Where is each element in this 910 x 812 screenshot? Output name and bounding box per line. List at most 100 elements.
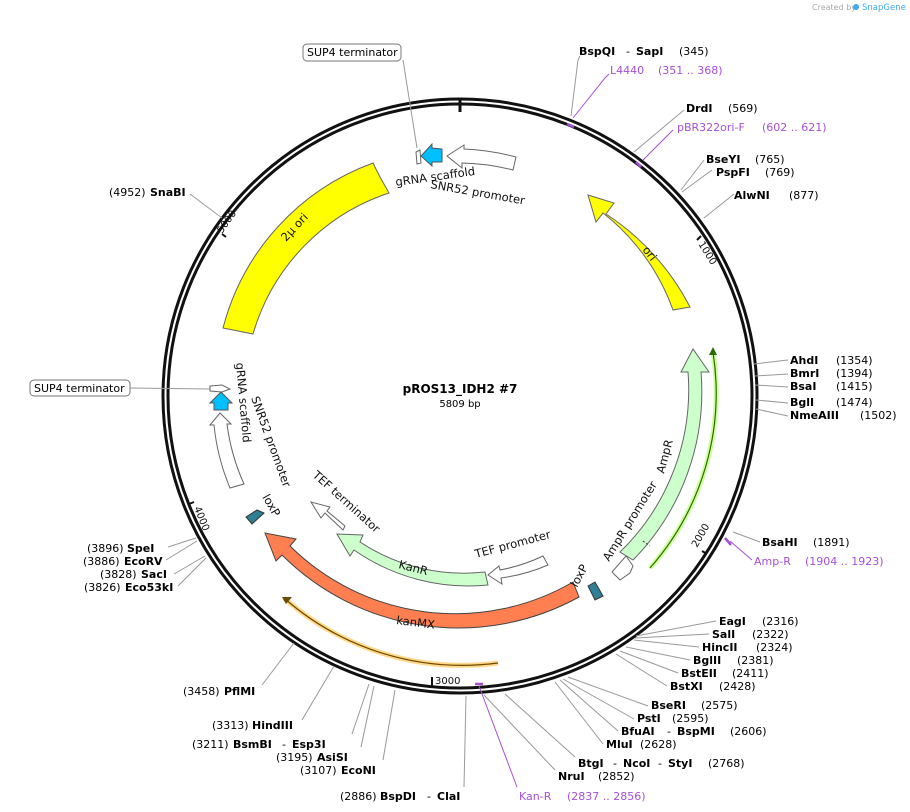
- snapgene-logo-icon: [853, 4, 859, 10]
- sup4-terminator-top-box[interactable]: [302, 43, 402, 62]
- loxp-right-arrow[interactable]: [587, 581, 604, 601]
- site-pflmi[interactable]: (3458) PflMI: [183, 642, 295, 698]
- site-bspdi[interactable]: (2886) BspDI - ClaI: [340, 695, 467, 803]
- tef-terminator-arrow[interactable]: [309, 501, 346, 531]
- ampr-promoter-arrow[interactable]: [611, 555, 634, 581]
- svg-text:(877): (877): [789, 189, 819, 202]
- svg-text:-: -: [667, 725, 671, 738]
- sup4-terminator-left-callout: SUP4 terminator: [34, 382, 125, 395]
- site-bsai[interactable]: BsaI (1415): [754, 380, 873, 393]
- svg-text:(2411): (2411): [732, 667, 769, 680]
- grna-scaffold-top-arrow[interactable]: [420, 142, 443, 168]
- site-bsahi[interactable]: BsaHI (1891): [732, 531, 850, 549]
- kanmx-arrow[interactable]: [264, 532, 580, 629]
- svg-text:(1394): (1394): [836, 367, 873, 380]
- site-nrui[interactable]: NruI (2852): [483, 694, 635, 783]
- site-eco53ki[interactable]: (3826) Eco53kI: [84, 557, 207, 594]
- snr52-promoter-top-arrow[interactable]: [446, 144, 517, 171]
- grna-scaffold-left-label: gRNA scaffold: [233, 362, 254, 443]
- svg-text:BspMI: BspMI: [677, 725, 715, 738]
- svg-text:(2837 .. 2856): (2837 .. 2856): [567, 790, 646, 803]
- svg-text:BsaHI: BsaHI: [762, 536, 798, 549]
- tef-promoter-arrow[interactable]: [487, 555, 549, 586]
- svg-text:BtgI: BtgI: [578, 757, 604, 770]
- site-spei[interactable]: (3896) SpeI: [87, 537, 197, 555]
- credit-text: Created by: [812, 3, 856, 12]
- tef-promoter-label: TEF promoter: [472, 527, 552, 561]
- primer-amp-r[interactable]: Amp-R (1904 .. 1923): [729, 540, 884, 568]
- sup4-terminator-left-arrow[interactable]: [209, 384, 232, 393]
- site-asisi[interactable]: (3195) AsiSI: [276, 685, 375, 764]
- loxp-left-arrow[interactable]: [245, 509, 265, 525]
- svg-text:(2575): (2575): [701, 699, 738, 712]
- svg-text:NruI: NruI: [558, 770, 585, 783]
- plasmid-size: 5809 bp: [439, 399, 480, 410]
- site-hincii[interactable]: HincII (2324): [633, 639, 793, 654]
- svg-text:Esp3I: Esp3I: [292, 738, 326, 751]
- site-bsmbi[interactable]: (3211) BsmBI - Esp3I: [192, 683, 370, 751]
- ampr-arrow[interactable]: [619, 348, 710, 561]
- brand-text: SnapGene: [862, 3, 906, 13]
- tick-5000: 5000: [215, 209, 239, 238]
- svg-text:BmrI: BmrI: [790, 367, 819, 380]
- primer-pbr322ori-f[interactable]: pBR322ori-F (602 .. 621): [642, 121, 827, 161]
- site-drdi[interactable]: DrdI (569): [633, 102, 758, 153]
- svg-text:BsaI: BsaI: [790, 380, 816, 393]
- site-bgli[interactable]: BglI (1474): [755, 396, 873, 409]
- site-eagi[interactable]: EagI (2316): [635, 615, 799, 637]
- svg-text:(3458): (3458): [183, 685, 220, 698]
- site-btgi[interactable]: BtgI - NcoI - StyI (2768): [504, 693, 745, 770]
- site-saci[interactable]: (3828) SacI: [100, 555, 206, 581]
- site-alwni[interactable]: AlwNI (877): [703, 189, 819, 219]
- primer-l4440[interactable]: L4440 (351 .. 368): [572, 64, 723, 119]
- primer-kan-r[interactable]: Kan-R (2837 .. 2856): [478, 685, 646, 803]
- svg-text:BspQI: BspQI: [579, 45, 615, 58]
- svg-text:BseRI: BseRI: [651, 699, 686, 712]
- site-mlui[interactable]: MluI (2628): [554, 681, 677, 751]
- site-bmri[interactable]: BmrI (1394): [754, 367, 873, 380]
- sup4-left-leader: [129, 387, 211, 390]
- site-pspfi[interactable]: PspFI (769): [681, 166, 795, 193]
- plasmid-name: pROS13_IDH2 #7: [403, 382, 518, 397]
- two-mu-ori-arrow[interactable]: [222, 162, 390, 335]
- svg-text:-: -: [658, 757, 662, 770]
- tick-3000: 3000: [431, 676, 460, 688]
- svg-text:(2628): (2628): [640, 738, 677, 751]
- ampr-boundary: [642, 540, 651, 547]
- sup4-terminator-top-arrow[interactable]: [415, 149, 422, 165]
- svg-text:BfuAI: BfuAI: [621, 725, 655, 738]
- svg-text:BglII: BglII: [693, 654, 721, 667]
- grna-scaffold-left-arrow[interactable]: [208, 391, 234, 411]
- svg-text:-: -: [626, 45, 630, 58]
- svg-text:SapI: SapI: [636, 45, 663, 58]
- site-bseyi[interactable]: BseYI (765): [680, 153, 785, 191]
- site-bglii[interactable]: BglII (2381): [625, 646, 774, 667]
- site-ahdi[interactable]: AhdI (1354): [753, 354, 873, 367]
- svg-text:Eco53kI: Eco53kI: [125, 581, 173, 594]
- svg-text:PstI: PstI: [637, 712, 661, 725]
- site-bspqi[interactable]: BspQI - SapI (345): [570, 45, 709, 117]
- site-econi[interactable]: (3107) EcoNI: [300, 689, 396, 777]
- ori-arrow[interactable]: [587, 194, 691, 311]
- site-snabi[interactable]: (4952) SnaBI: [109, 186, 223, 219]
- site-bfuai[interactable]: BfuAI - BspMI (2606): [559, 679, 767, 738]
- site-bstxi[interactable]: BstXI (2428): [615, 653, 756, 693]
- site-psti[interactable]: PstI (2595): [562, 678, 709, 725]
- site-nmeaiii[interactable]: NmeAIII (1502): [755, 408, 897, 422]
- site-sali[interactable]: SalI (2322): [634, 628, 789, 641]
- site-bsteii[interactable]: BstEII (2411): [619, 650, 769, 680]
- kanmx-orf-line: [283, 597, 499, 666]
- svg-text:(2381): (2381): [737, 654, 774, 667]
- snr52-promoter-left-arrow[interactable]: [208, 412, 245, 489]
- svg-text:(2768): (2768): [708, 757, 745, 770]
- site-ecorv[interactable]: (3886) EcoRV: [83, 540, 198, 568]
- svg-text:(2595): (2595): [672, 712, 709, 725]
- site-bseri[interactable]: BseRI (2575): [567, 676, 738, 712]
- kanr-arrow[interactable]: [336, 533, 489, 587]
- svg-text:(4952): (4952): [109, 186, 146, 199]
- site-hindiii[interactable]: (3313) HindIII: [212, 665, 335, 732]
- primer-pbr-mark: [635, 161, 642, 168]
- sup4-top-leader: [402, 59, 418, 149]
- svg-text:BsmBI: BsmBI: [233, 738, 272, 751]
